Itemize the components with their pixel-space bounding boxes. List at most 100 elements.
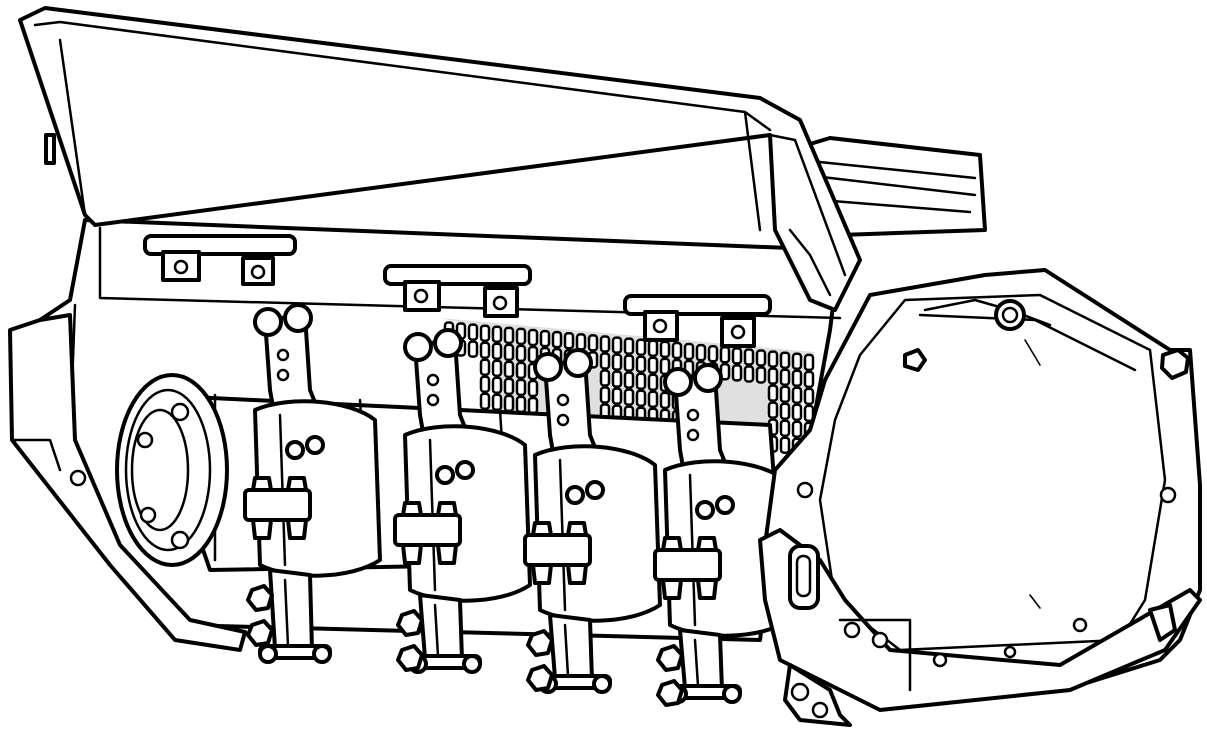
chain-link bbox=[599, 352, 611, 370]
chain-link bbox=[611, 336, 623, 354]
chain-link bbox=[503, 360, 515, 379]
chain-link bbox=[491, 325, 503, 344]
chain-link bbox=[779, 368, 791, 386]
chain-link bbox=[791, 386, 803, 405]
chain-link bbox=[491, 342, 503, 361]
chain-link bbox=[743, 348, 755, 366]
chain-link bbox=[779, 402, 791, 420]
chain-link bbox=[467, 323, 479, 341]
chain-link bbox=[779, 385, 791, 403]
hood-hinges bbox=[143, 234, 772, 348]
chain-link bbox=[503, 326, 515, 345]
chain-link bbox=[659, 340, 671, 359]
chain-link bbox=[767, 350, 779, 368]
chain-link bbox=[791, 403, 803, 422]
chain-link bbox=[767, 367, 779, 385]
hinge-3 bbox=[623, 294, 772, 348]
chain-link bbox=[647, 339, 659, 358]
hinge-1 bbox=[143, 234, 297, 286]
chain-link bbox=[503, 377, 515, 396]
hinge-2 bbox=[383, 264, 532, 318]
chain-link bbox=[779, 419, 791, 437]
chain-link bbox=[803, 353, 815, 372]
chain-link bbox=[767, 401, 779, 419]
chain-link bbox=[695, 343, 707, 362]
chain-link bbox=[647, 356, 659, 375]
chain-link bbox=[599, 369, 611, 387]
chain-link bbox=[647, 373, 659, 392]
hammer-assembly bbox=[653, 363, 792, 707]
chain-link bbox=[479, 375, 491, 393]
top-hood bbox=[18, 6, 862, 312]
chain-link bbox=[563, 332, 575, 350]
chain-link bbox=[611, 353, 623, 371]
chain-link bbox=[527, 396, 539, 415]
chain-link bbox=[527, 345, 539, 364]
chain-link bbox=[515, 395, 527, 414]
chain-link bbox=[491, 359, 503, 378]
chain-link bbox=[611, 387, 623, 405]
chain-link bbox=[515, 344, 527, 363]
chain-link bbox=[659, 391, 671, 410]
chain-link bbox=[479, 324, 491, 342]
chain-link bbox=[635, 372, 647, 390]
chain-link bbox=[647, 390, 659, 409]
chain-link bbox=[731, 364, 743, 382]
chain-link bbox=[599, 386, 611, 404]
chain-link bbox=[491, 393, 503, 412]
chain-link bbox=[755, 349, 767, 367]
chain-link bbox=[731, 347, 743, 365]
hammer-assembly bbox=[243, 303, 382, 664]
chain-link bbox=[479, 358, 491, 376]
chain-link bbox=[779, 436, 791, 454]
chain-link bbox=[719, 346, 731, 364]
chain-link bbox=[791, 352, 803, 371]
chain-link bbox=[575, 333, 587, 351]
chain-link bbox=[539, 329, 551, 348]
chain-link bbox=[683, 342, 695, 361]
chain-link bbox=[623, 371, 635, 389]
chain-link bbox=[611, 370, 623, 388]
chain-link bbox=[767, 384, 779, 402]
chain-link bbox=[779, 351, 791, 369]
flail-hammers bbox=[243, 303, 792, 707]
side-bolt-icon bbox=[69, 469, 87, 487]
chain-link bbox=[515, 327, 527, 346]
chain-link bbox=[515, 378, 527, 397]
chain-link bbox=[743, 365, 755, 383]
chain-link bbox=[623, 388, 635, 406]
hammer-assembly bbox=[523, 348, 662, 694]
chain-link bbox=[671, 341, 683, 360]
chain-link bbox=[515, 361, 527, 380]
chain-link bbox=[479, 341, 491, 359]
chain-link bbox=[587, 334, 599, 352]
chain-link bbox=[635, 355, 647, 373]
chain-link bbox=[467, 340, 479, 358]
chain-link bbox=[791, 369, 803, 388]
chain-link bbox=[479, 392, 491, 410]
hammer-assembly bbox=[393, 328, 532, 674]
chain-link bbox=[623, 337, 635, 355]
chain-curtain bbox=[440, 318, 815, 457]
chain-link bbox=[551, 330, 563, 349]
chain-link bbox=[503, 343, 515, 362]
chain-link bbox=[755, 366, 767, 384]
left-side-plate bbox=[8, 313, 247, 652]
chain-link bbox=[707, 344, 719, 363]
chain-link bbox=[635, 389, 647, 407]
chain-link bbox=[635, 338, 647, 356]
chain-link bbox=[623, 354, 635, 372]
chain-link bbox=[503, 394, 515, 413]
right-side-plate bbox=[763, 268, 1202, 702]
chain-link bbox=[491, 376, 503, 395]
chain-link bbox=[527, 379, 539, 398]
bottom-feet bbox=[783, 603, 1177, 727]
chain-link bbox=[659, 357, 671, 376]
rotor-end-flange bbox=[115, 373, 229, 567]
chain-link bbox=[803, 370, 815, 389]
chain-link bbox=[803, 387, 815, 406]
chain-link bbox=[527, 328, 539, 347]
chain-link bbox=[599, 335, 611, 353]
